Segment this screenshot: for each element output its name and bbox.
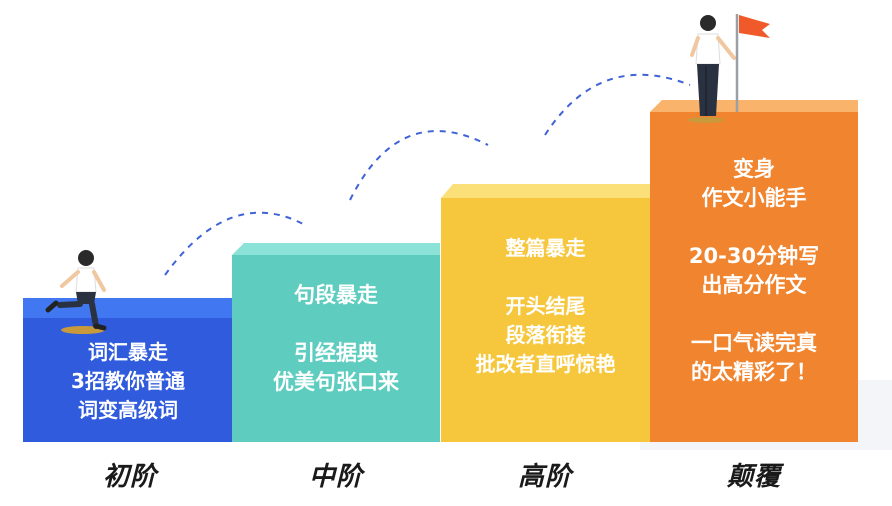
step-dianfu-top	[650, 100, 858, 112]
step-zhongjie-text: 句段暴走 引经据典 优美句张口来	[232, 281, 440, 397]
text-line: 变身	[733, 157, 775, 181]
jump-path-3	[544, 73, 691, 136]
level-label-gaojie: 高阶	[517, 462, 572, 492]
text-line: 20-30分钟写	[688, 244, 820, 268]
text-line: 词变高级词	[78, 398, 178, 422]
step-chujie-front	[23, 318, 233, 442]
step-zhongjie	[232, 243, 440, 442]
step-gaojie-text: 整篇暴走 开头结尾 段落衔接 批改者直呼惊艳	[441, 234, 650, 379]
text-line: 一口气读完真	[691, 331, 817, 355]
level-label-zhongjie: 中阶	[308, 462, 363, 492]
text-line: 开头结尾	[505, 294, 586, 318]
step-gaojie-front	[441, 198, 650, 442]
text-line: 作文小能手	[701, 186, 807, 210]
summit-figure	[688, 15, 736, 123]
step-zhongjie-front	[232, 255, 440, 442]
step-dianfu-front	[650, 112, 858, 442]
text-line: 出高分作文	[701, 273, 807, 297]
text-line: 引经据典	[294, 341, 378, 365]
step-chujie-text: 词汇暴走 3招教你普通 词变高级词	[23, 338, 233, 425]
flag-icon	[735, 14, 770, 112]
step-zhongjie-top	[232, 243, 440, 255]
text-line: 句段暴走	[294, 283, 378, 307]
text-line: 整篇暴走	[505, 236, 586, 260]
text-line: 段落衔接	[505, 323, 586, 347]
text-line: 3招教你普通	[71, 369, 185, 393]
level-label-chujie: 初阶	[102, 462, 157, 492]
text-line: 词汇暴走	[88, 340, 168, 364]
jump-path-1	[164, 211, 306, 276]
text-line: 的太精彩了！	[691, 360, 817, 384]
step-dianfu-text: 变身 作文小能手 20-30分钟写 出高分作文 一口气读完真 的太精彩了！	[650, 155, 858, 387]
runner-figure	[45, 250, 107, 334]
step-gaojie-top	[441, 184, 650, 198]
jump-path	[164, 73, 691, 276]
jump-path-2	[349, 130, 489, 201]
text-line: 批改者直呼惊艳	[475, 352, 616, 376]
text-line: 优美句张口来	[273, 370, 399, 394]
level-label-dianfu: 颠覆	[726, 462, 781, 492]
step-gaojie	[441, 184, 650, 442]
step-dianfu	[650, 100, 858, 442]
